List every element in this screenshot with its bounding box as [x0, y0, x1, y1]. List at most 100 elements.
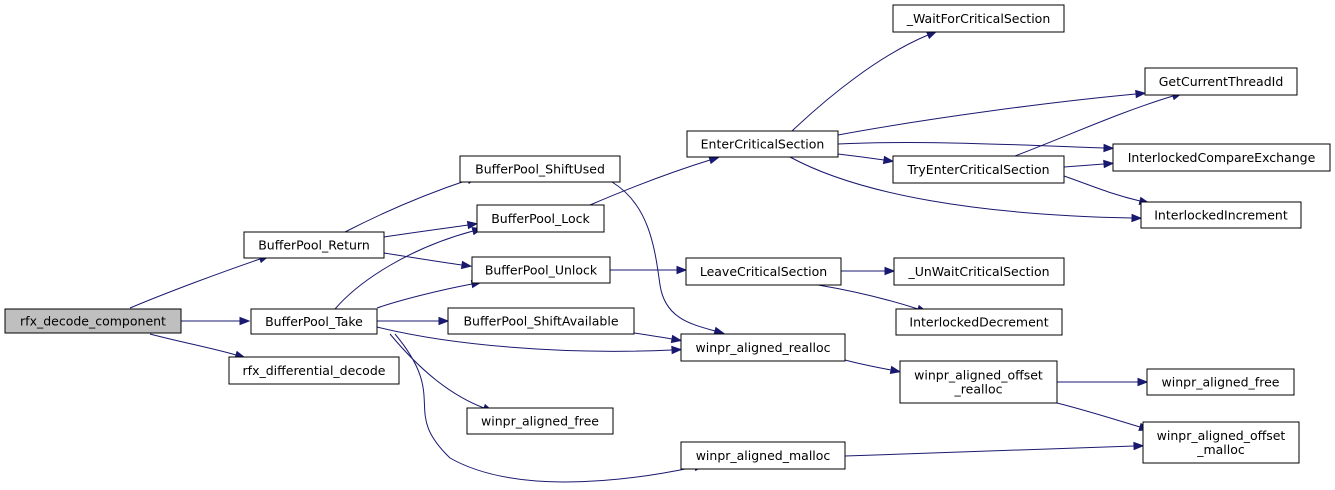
arrowhead	[671, 345, 683, 355]
arrowhead	[438, 316, 450, 326]
edge-line	[791, 34, 929, 132]
edge-enter-critical-section-to-interlocked-increment	[789, 156, 1143, 223]
node-label: BufferPool_Take	[265, 314, 363, 329]
node-box	[228, 356, 400, 385]
edge-line	[817, 284, 919, 310]
edge-line	[376, 326, 673, 352]
node-winpr-aligned-free-1[interactable]: winpr_aligned_free	[466, 407, 614, 435]
node-label: BufferPool_ShiftAvailable	[463, 314, 618, 329]
node-buffer-pool-lock[interactable]: BufferPool_Lock	[476, 204, 605, 233]
edge-line	[389, 333, 485, 409]
arrowhead	[713, 326, 726, 335]
node-label: LeaveCriticalSection	[700, 264, 827, 279]
edge-line	[376, 283, 473, 309]
edge-line	[129, 258, 261, 309]
node-box	[4, 308, 182, 334]
node-label: InterlockedCompareExchange	[1128, 150, 1316, 165]
node-try-enter-critical-section[interactable]: TryEnterCriticalSection	[892, 155, 1065, 184]
node-label: winpr_aligned_offset	[1157, 428, 1286, 443]
node-label: _UnWaitCriticalSection	[907, 264, 1049, 279]
node-get-current-thread-id[interactable]: GetCurrentThreadId	[1144, 67, 1298, 96]
edge-line	[837, 142, 1105, 149]
arrowhead	[884, 266, 896, 276]
node-winpr-aligned-offset-realloc[interactable]: winpr_aligned_offset_realloc	[899, 360, 1058, 404]
arrowhead	[1135, 89, 1147, 99]
edge-buffer-pool-unlock-to-leave-critical-section	[610, 265, 688, 275]
edge-leave-critical-section-to-interlocked-decrement	[817, 284, 928, 313]
edge-rfx-decode-component-to-buffer-pool-return	[129, 255, 270, 309]
node-leave-critical-section[interactable]: LeaveCriticalSection	[685, 257, 842, 286]
edge-line	[334, 230, 474, 310]
node-buffer-pool-unlock[interactable]: BufferPool_Unlock	[471, 256, 611, 284]
arrowhead	[239, 316, 251, 326]
node-label: winpr_aligned_malloc	[696, 448, 831, 463]
node-box	[250, 308, 378, 335]
node-box	[476, 204, 605, 233]
arrowhead	[708, 156, 720, 165]
edge-line	[1014, 95, 1174, 157]
node-rfx-differential-decode[interactable]: rfx_differential_decode	[228, 356, 400, 385]
node-winpr-aligned-realloc[interactable]: winpr_aligned_realloc	[680, 333, 846, 362]
edge-buffer-pool-return-to-buffer-pool-shift-used	[344, 176, 478, 233]
node-buffer-pool-shift-used[interactable]: BufferPool_ShiftUsed	[459, 155, 621, 183]
node-enter-critical-section[interactable]: EnterCriticalSection	[686, 130, 839, 158]
arrowhead	[1137, 377, 1149, 387]
arrowhead	[889, 365, 902, 375]
node-label: winpr_aligned_free	[1162, 375, 1280, 390]
node-box	[459, 155, 621, 183]
edge-line	[1063, 175, 1141, 202]
node-box	[680, 333, 846, 362]
node-box	[1142, 421, 1300, 464]
node-winpr-aligned-offset-malloc[interactable]: winpr_aligned_offset_malloc	[1142, 421, 1300, 464]
node-interlocked-compare-exchange[interactable]: InterlockedCompareExchange	[1112, 143, 1331, 172]
node-label: _WaitForCriticalSection	[906, 11, 1051, 26]
arrowhead	[1103, 143, 1115, 153]
edge-buffer-pool-take-to-winpr-aligned-free-1	[389, 333, 494, 412]
node-box	[466, 407, 614, 435]
node-label: rfx_differential_decode	[243, 363, 386, 378]
node-interlocked-decrement[interactable]: InterlockedDecrement	[895, 308, 1063, 336]
node-box	[447, 307, 635, 335]
node-label: winpr_aligned_offset	[914, 368, 1043, 383]
edge-winpr-aligned-offset-realloc-to-winpr-aligned-offset-malloc	[1056, 402, 1150, 431]
edge-line	[149, 333, 237, 356]
node-winpr-aligned-malloc[interactable]: winpr_aligned_malloc	[680, 441, 846, 470]
node-label: winpr_aligned_realloc	[696, 340, 831, 355]
edge-buffer-pool-return-to-buffer-pool-unlock	[383, 252, 473, 270]
edge-line	[837, 93, 1137, 136]
edge-line	[789, 156, 1133, 219]
arrowhead	[676, 265, 688, 275]
node-box	[686, 130, 839, 158]
node-label: EnterCriticalSection	[701, 137, 825, 152]
node-winpr-aligned-free-2[interactable]: winpr_aligned_free	[1146, 368, 1295, 396]
node-label: _realloc	[954, 382, 1003, 397]
edge-winpr-aligned-offset-realloc-to-winpr-aligned-free-2	[1057, 377, 1149, 387]
node-box	[892, 155, 1065, 184]
node-buffer-pool-shift-available[interactable]: BufferPool_ShiftAvailable	[447, 307, 635, 335]
edge-line	[394, 333, 696, 483]
node-wait-for-critical-section[interactable]: _WaitForCriticalSection	[892, 4, 1065, 33]
edge-line	[383, 224, 469, 238]
node-box	[1146, 368, 1295, 396]
node-interlocked-increment[interactable]: InterlockedIncrement	[1140, 201, 1302, 229]
edge-line	[1063, 163, 1105, 168]
edge-try-enter-critical-section-to-interlocked-increment	[1063, 175, 1151, 206]
edge-try-enter-critical-section-to-interlocked-compare-exchange	[1063, 159, 1115, 169]
node-buffer-pool-return[interactable]: BufferPool_Return	[243, 231, 385, 259]
edge-buffer-pool-return-to-buffer-pool-lock	[383, 220, 479, 238]
edge-winpr-aligned-realloc-to-winpr-aligned-offset-realloc	[844, 359, 902, 375]
edge-line	[589, 159, 711, 206]
node-un-wait-critical-section[interactable]: _UnWaitCriticalSection	[893, 257, 1065, 286]
edge-rfx-decode-component-to-rfx-differential-decode	[149, 333, 246, 359]
edge-rfx-decode-component-to-buffer-pool-take	[181, 316, 251, 326]
arrowhead	[1103, 159, 1115, 169]
arrowhead	[460, 260, 473, 270]
node-label: _malloc	[1196, 442, 1245, 457]
node-box	[893, 257, 1065, 286]
edge-buffer-pool-shift-available-to-winpr-aligned-realloc	[633, 332, 683, 344]
node-rfx-decode-component[interactable]: rfx_decode_component	[4, 308, 182, 334]
node-buffer-pool-take[interactable]: BufferPool_Take	[250, 308, 378, 335]
arrowhead	[882, 155, 895, 165]
node-label: InterlockedDecrement	[909, 315, 1048, 330]
